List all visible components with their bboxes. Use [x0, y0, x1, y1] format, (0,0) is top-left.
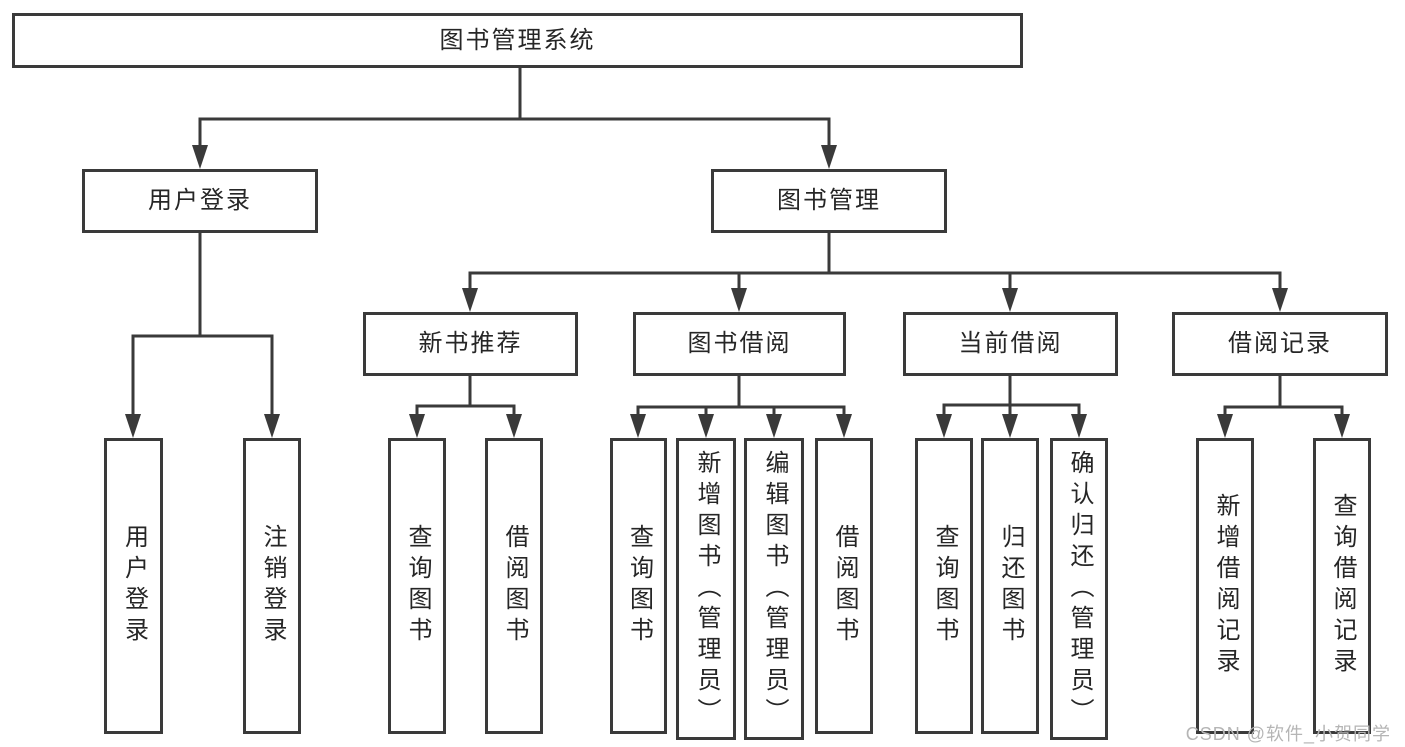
- leaf-user-login: 用户登录: [104, 438, 163, 734]
- leaf-borrowing-edit-books-admin: 编辑图书（管理员）: [744, 438, 804, 740]
- node-book-borrowing: 图书借阅: [633, 312, 846, 376]
- leaf-borrowing-add-books-admin: 新增图书（管理员）: [676, 438, 736, 740]
- node-new-book-recommendation: 新书推荐: [363, 312, 578, 376]
- leaf-current-confirm-return-admin: 确认归还（管理员）: [1050, 438, 1108, 740]
- node-current-borrowing: 当前借阅: [903, 312, 1118, 376]
- leaf-current-query-books: 查询图书: [915, 438, 973, 734]
- node-user-login: 用户登录: [82, 169, 318, 233]
- leaf-records-add-borrow-record: 新增借阅记录: [1196, 438, 1254, 734]
- leaf-logout-login: 注销登录: [243, 438, 301, 734]
- csdn-watermark: CSDN @软件_小贺同学: [1185, 724, 1391, 744]
- leaf-current-return-books: 归还图书: [981, 438, 1039, 734]
- leaf-recommend-borrow-books: 借阅图书: [485, 438, 543, 734]
- leaf-borrowing-query-books: 查询图书: [610, 438, 667, 734]
- node-library-management-system: 图书管理系统: [12, 13, 1023, 68]
- leaf-recommend-query-books: 查询图书: [388, 438, 446, 734]
- node-borrowing-records: 借阅记录: [1172, 312, 1388, 376]
- leaf-records-query-borrow-record: 查询借阅记录: [1313, 438, 1371, 734]
- node-book-management: 图书管理: [711, 169, 947, 233]
- leaf-borrowing-borrow-books: 借阅图书: [815, 438, 873, 734]
